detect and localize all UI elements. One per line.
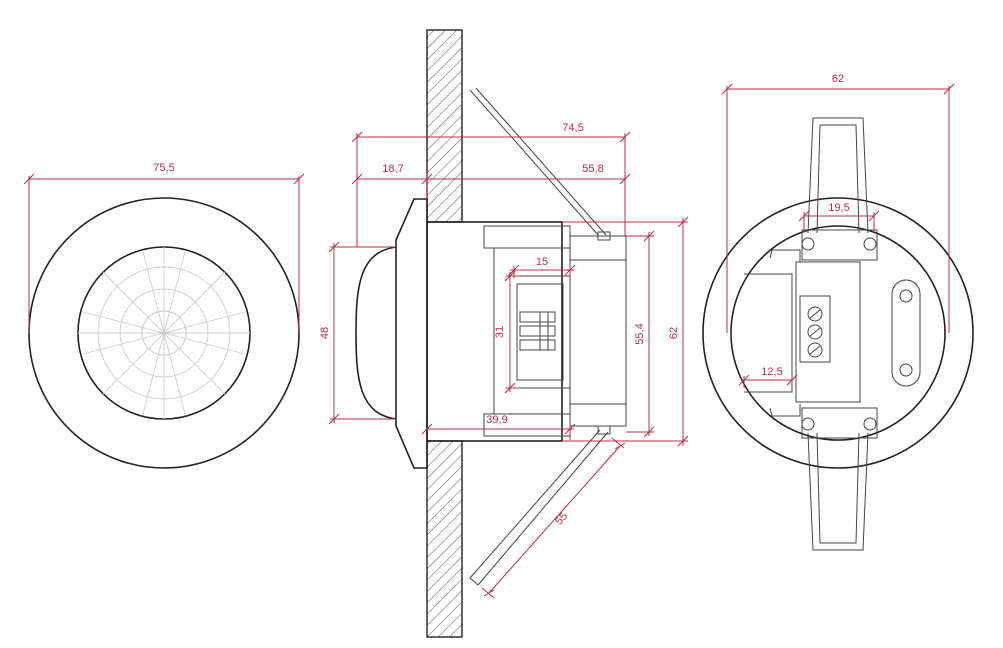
side-lens-dome [355, 246, 397, 420]
ceiling-wall-lower [426, 440, 463, 638]
side-body [426, 221, 627, 442]
body-height-dimension: 55,4 [626, 230, 655, 438]
overall-height-label: 62 [668, 327, 680, 339]
side-terminal-block [519, 311, 556, 351]
back-outer-ring [702, 197, 974, 469]
inner-block-dimension: 15 [508, 256, 576, 278]
bottom-depth-dimension: 39,9 [421, 414, 576, 440]
terminal-height-dimension: 31 [494, 270, 520, 394]
back-diameter-dimension: 62 [721, 73, 955, 333]
flange-depth-label: 18,7 [382, 163, 403, 175]
body-height-label: 55,4 [634, 323, 646, 344]
spring-width-label: 19,5 [828, 202, 849, 214]
back-spring-clip-lower-inner [816, 432, 860, 544]
front-view: 75,5 [23, 162, 305, 469]
spring-width-dimension: 19,5 [798, 202, 880, 232]
lens-segment-grid [78, 247, 250, 419]
spring-length-dimension: 55 [481, 437, 626, 599]
total-depth-dimension: 74,5 [351, 122, 631, 247]
ceiling-wall-upper [426, 29, 463, 223]
spring-length-label: 55 [553, 510, 570, 527]
terminal-screws [807, 306, 823, 358]
back-spring-clip-lower [807, 432, 869, 551]
back-view: 62 19,5 12,5 [702, 73, 974, 551]
mounting-slot [891, 279, 921, 387]
lens-height-label: 48 [319, 327, 331, 339]
notch-width-dimension: 12,5 [738, 366, 798, 388]
flange-body-depth-dimension: 18,7 55,8 [351, 163, 631, 199]
back-diameter-label: 62 [832, 73, 844, 85]
spring-clip-upper [469, 87, 611, 241]
front-diameter-dimension: 75,5 [23, 162, 305, 333]
lens-height-dimension: 48 [319, 241, 396, 425]
bottom-depth-label: 39,9 [486, 414, 507, 426]
terminal-height-label: 31 [494, 326, 506, 338]
back-spring-clip-upper [807, 117, 869, 234]
screw-icon [807, 342, 823, 358]
overall-height-dimension: 62 [562, 216, 689, 447]
inner-block-label: 15 [536, 256, 548, 268]
side-view: 74,5 18,7 55,8 48 15 [319, 29, 689, 638]
total-depth-label: 74,5 [562, 122, 583, 134]
side-flange [395, 198, 428, 469]
spring-clip-lower [469, 425, 611, 586]
screw-icon [807, 306, 823, 322]
notch-width-label: 12,5 [761, 366, 782, 378]
back-housing [730, 225, 946, 441]
screw-icon [807, 324, 823, 340]
back-spring-clip-upper-inner [816, 124, 860, 234]
back-housing-inner [744, 229, 921, 439]
body-depth-label: 55,8 [582, 163, 603, 175]
front-diameter-label: 75,5 [153, 162, 174, 174]
